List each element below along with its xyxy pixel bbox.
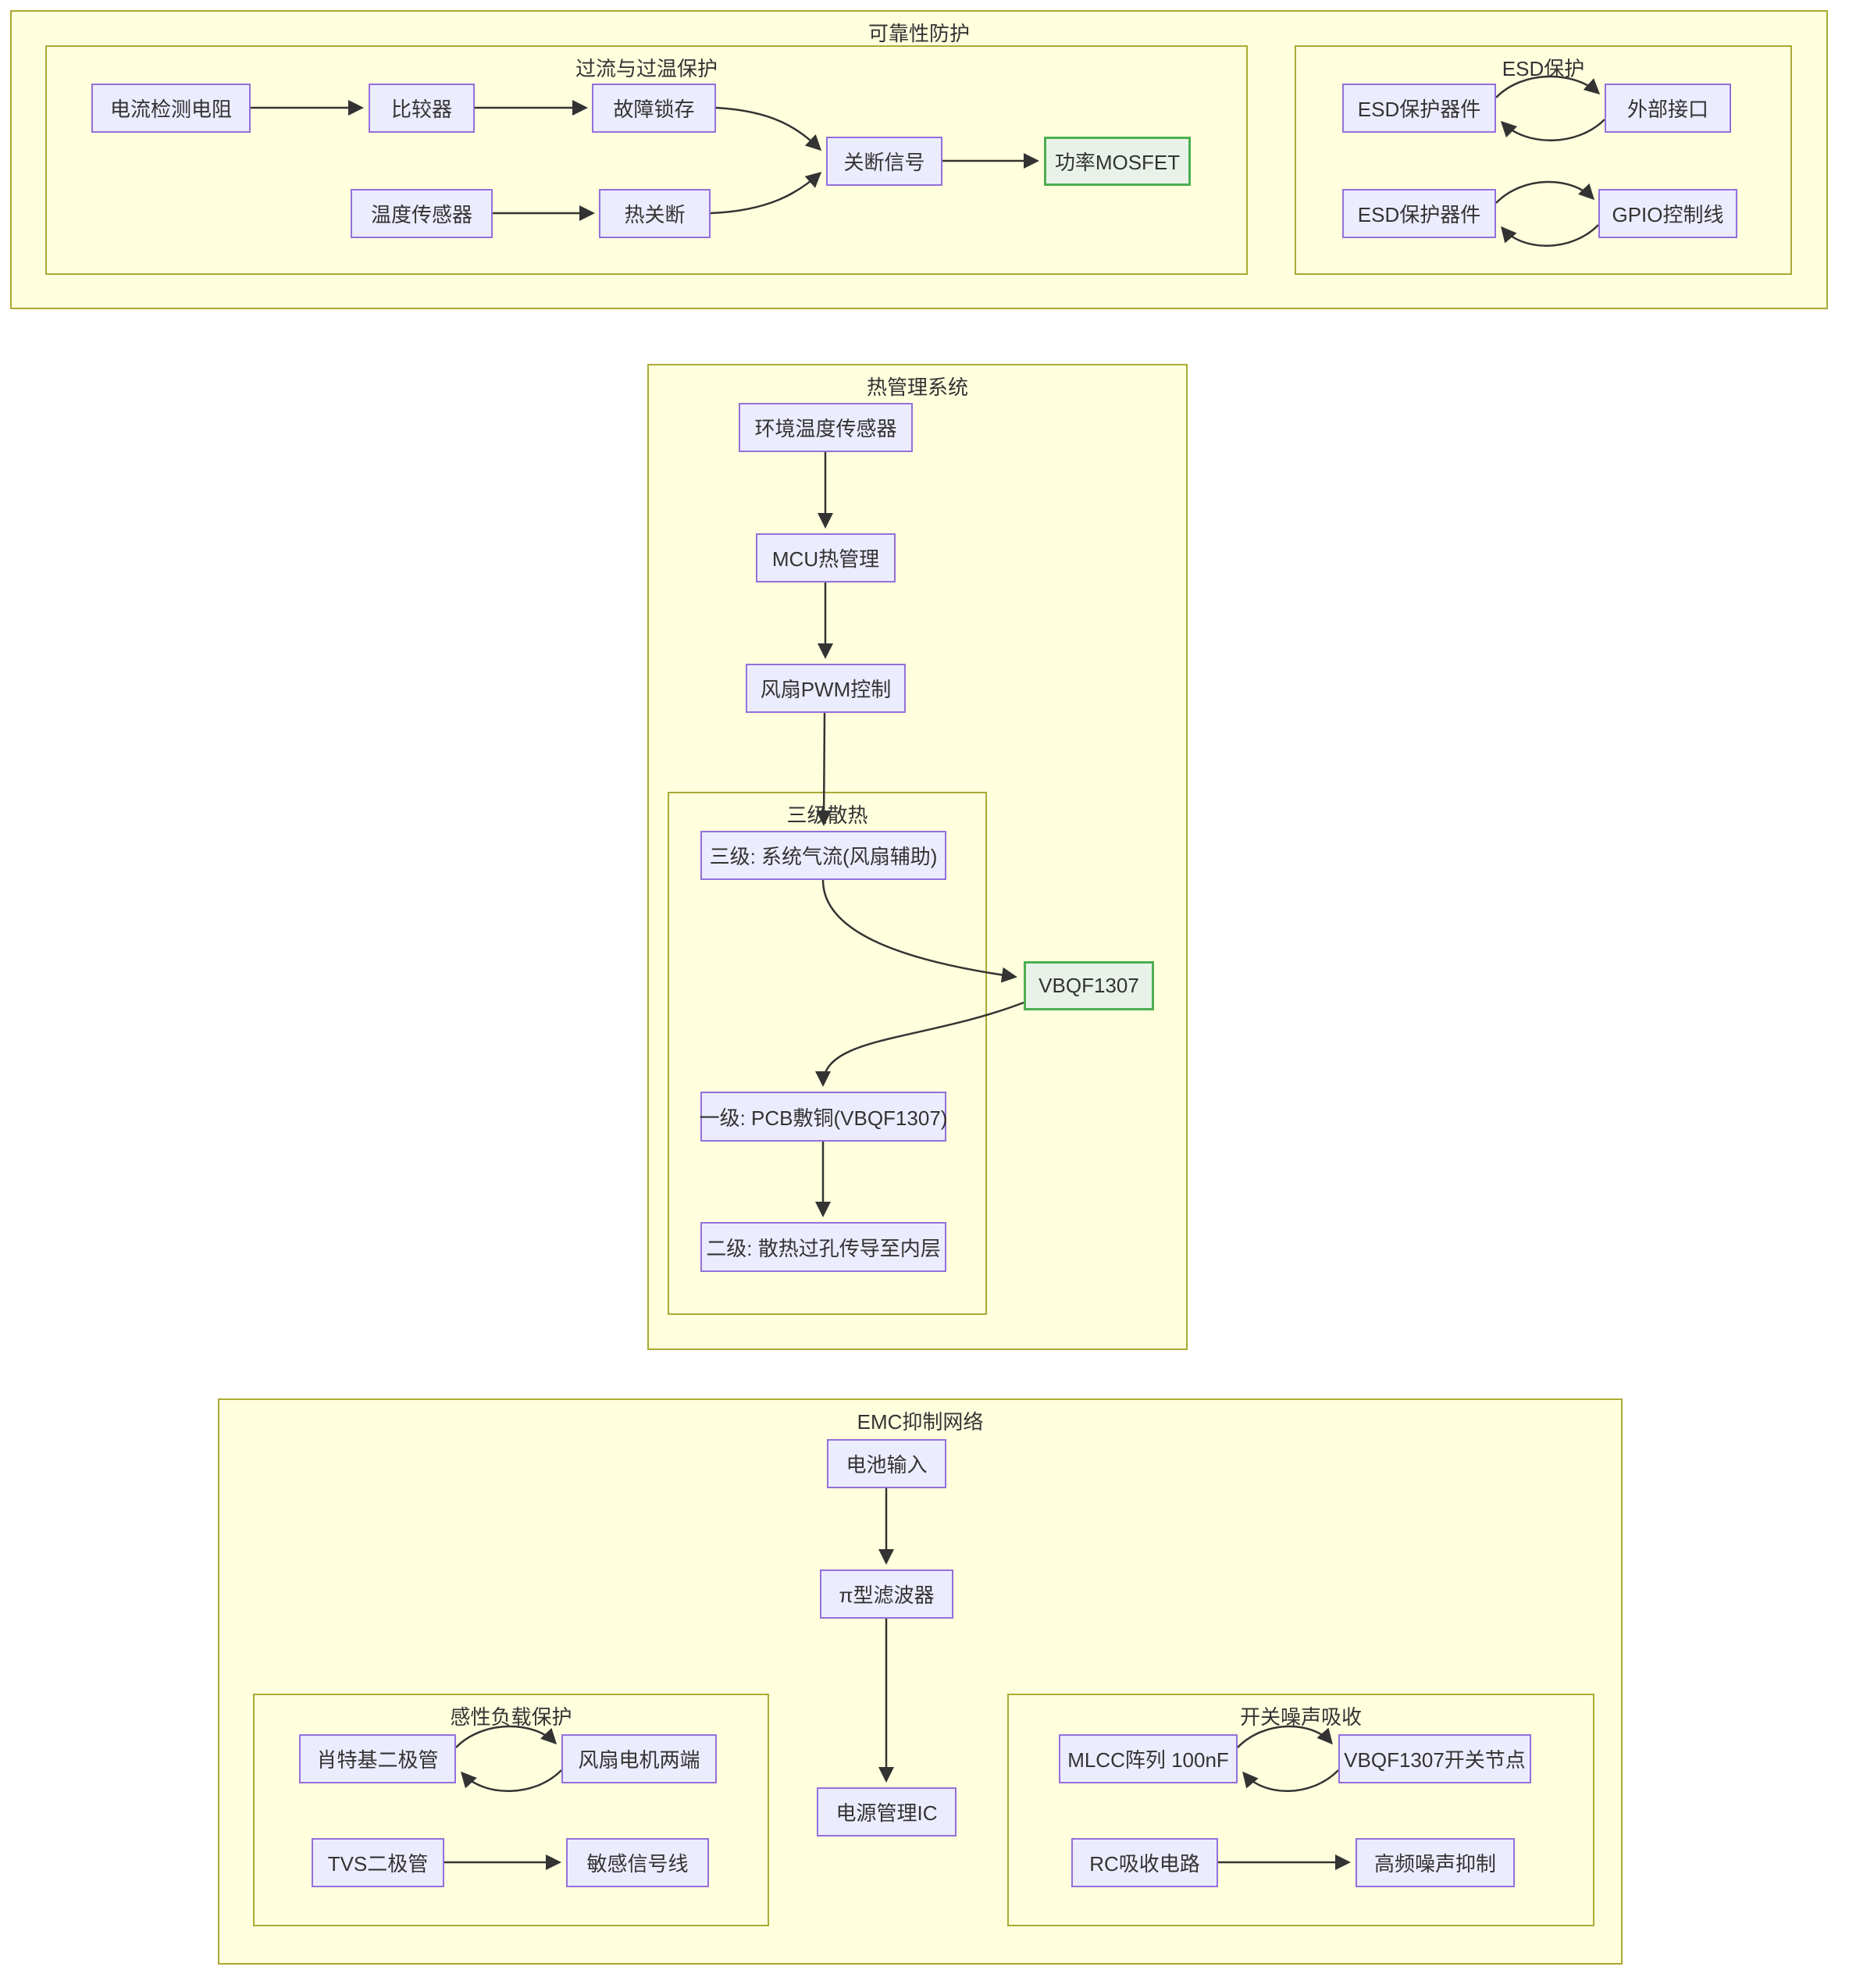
node-mlcc-array: MLCC阵列 100nF	[1059, 1734, 1238, 1783]
node-vbqf1307: VBQF1307	[1024, 961, 1154, 1010]
node-fan-pwm-control: 风扇PWM控制	[746, 664, 906, 713]
node-rc-snubber: RC吸收电路	[1071, 1838, 1218, 1887]
node-ambient-temp-sensor: 环境温度传感器	[739, 403, 913, 452]
node-vbqf1307-switch-node: VBQF1307开关节点	[1338, 1734, 1531, 1783]
node-fan-motor-terminals: 风扇电机两端	[561, 1734, 717, 1783]
node-tvs-diode: TVS二极管	[312, 1838, 444, 1887]
subgraph-title: 感性负载保护	[450, 1705, 572, 1729]
node-mcu-thermal-management: MCU热管理	[756, 533, 896, 583]
node-level3-system-airflow: 三级: 系统气流(风扇辅助)	[700, 831, 946, 880]
node-esd-device-1: ESD保护器件	[1342, 84, 1496, 133]
node-shutdown-signal: 关断信号	[826, 137, 942, 186]
node-level1-pcb-copper: 一级: PCB敷铜(VBQF1307)	[700, 1092, 947, 1142]
node-current-sense-resistor: 电流检测电阻	[91, 84, 251, 133]
node-fault-latch: 故障锁存	[592, 84, 716, 133]
subgraph-title: ESD保护	[1502, 57, 1585, 80]
node-battery-input: 电池输入	[827, 1439, 946, 1488]
node-hf-noise-suppression: 高频噪声抑制	[1356, 1838, 1515, 1887]
node-pi-filter: π型滤波器	[820, 1569, 953, 1619]
node-power-mosfet: 功率MOSFET	[1044, 137, 1191, 186]
subgraph-title: 热管理系统	[866, 376, 968, 399]
node-gpio-control-lines: GPIO控制线	[1598, 189, 1737, 238]
node-level2-thermal-vias: 二级: 散热过孔传导至内层	[700, 1222, 946, 1272]
node-esd-device-2: ESD保护器件	[1342, 189, 1496, 238]
node-thermal-shutdown: 热关断	[599, 189, 711, 238]
node-external-port: 外部接口	[1605, 84, 1731, 133]
node-comparator: 比较器	[369, 84, 475, 133]
node-power-management-ic: 电源管理IC	[817, 1787, 957, 1837]
subgraph-title: 可靠性防护	[867, 22, 970, 45]
subgraph-title: 开关噪声吸收	[1239, 1705, 1362, 1729]
subgraph-title: 三级散热	[786, 803, 868, 827]
node-schottky-diode: 肖特基二极管	[299, 1734, 456, 1783]
subgraph-title: 过流与过温保护	[575, 57, 718, 80]
subgraph-switching-noise-absorption: 开关噪声吸收	[1007, 1694, 1594, 1926]
subgraph-title: EMC抑制网络	[857, 1410, 984, 1434]
subgraph-inductive-load-protection: 感性负载保护	[253, 1694, 769, 1926]
subgraph-esd-protection: ESD保护	[1295, 45, 1792, 275]
node-temperature-sensor: 温度传感器	[351, 189, 493, 238]
node-sensitive-signal-lines: 敏感信号线	[566, 1838, 709, 1887]
